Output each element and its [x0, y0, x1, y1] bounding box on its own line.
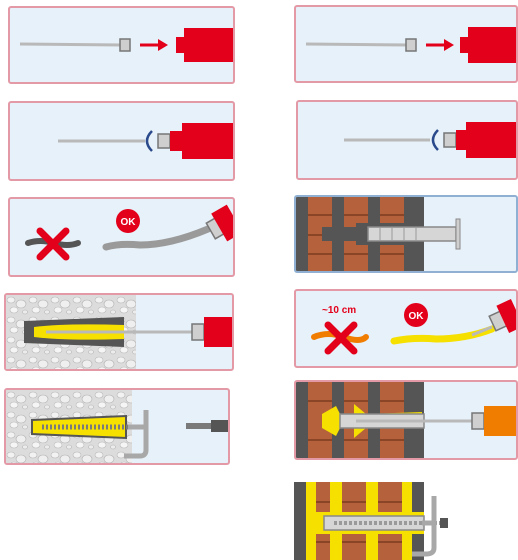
cartridge	[184, 28, 233, 62]
arrow-right-icon	[140, 39, 168, 51]
step-right-2-clip-nozzle	[296, 100, 518, 180]
mixing-nozzle	[306, 44, 408, 45]
cartridge	[182, 123, 233, 159]
nozzle-tip	[120, 39, 130, 51]
step-left-1-illustration	[10, 8, 233, 82]
cartridge	[468, 27, 518, 63]
mixing-nozzle	[20, 44, 122, 45]
c-clip-icon	[147, 131, 152, 151]
cartridge-neck	[176, 37, 184, 53]
step-right-5-inject-brick	[294, 380, 518, 460]
step-left-3-discard-first-bead: OK	[8, 197, 235, 277]
step-left-5-insert-anchor-concrete	[4, 388, 230, 465]
nut	[440, 518, 448, 528]
step-right-4-discard-first-bead: ~10 cm OK	[294, 289, 518, 368]
nozzle-thread	[444, 133, 456, 147]
cartridge-neck	[460, 37, 468, 53]
step-left-3-illustration: OK	[10, 199, 233, 275]
step-right-2-illustration	[298, 102, 518, 178]
cartridge	[484, 406, 516, 436]
step-left-1-attach-nozzle	[8, 6, 235, 84]
arrow-right-icon	[426, 39, 454, 51]
step-right-6-insert-anchor-brick	[294, 478, 518, 560]
ok-badge-icon: OK	[404, 303, 428, 327]
cartridge-neck	[170, 131, 182, 151]
step-right-5-illustration	[296, 382, 516, 458]
step-right-1-attach-nozzle	[294, 5, 518, 83]
step-right-6-illustration	[294, 478, 518, 560]
step-left-2-clip-nozzle	[8, 101, 235, 181]
nozzle-thread	[472, 413, 484, 429]
sleeve-collar	[456, 219, 460, 249]
step-right-3-insert-sleeve	[294, 195, 518, 273]
ok-badge-icon: OK	[116, 209, 140, 233]
step-right-3-illustration	[296, 197, 516, 271]
step-left-4-inject-concrete	[4, 293, 234, 371]
nozzle-thread	[158, 134, 170, 148]
good-bead	[394, 329, 492, 341]
ok-label: OK	[121, 217, 137, 228]
nozzle-thread	[192, 324, 204, 340]
step-left-5-illustration	[6, 390, 228, 463]
nozzle-tip	[406, 39, 416, 51]
tool-head	[211, 420, 228, 432]
ok-label: OK	[409, 311, 425, 322]
c-clip-icon	[433, 130, 438, 150]
cartridge-neck	[456, 130, 466, 150]
step-left-4-illustration	[6, 295, 232, 369]
cartridge	[466, 122, 518, 158]
good-bead	[106, 229, 208, 247]
distance-label: ~10 cm	[322, 305, 356, 316]
step-right-4-illustration: ~10 cm OK	[296, 291, 516, 366]
cartridge	[204, 317, 232, 347]
step-left-2-illustration	[10, 103, 233, 179]
step-right-1-illustration	[296, 7, 518, 81]
sieve-sleeve	[368, 227, 456, 241]
